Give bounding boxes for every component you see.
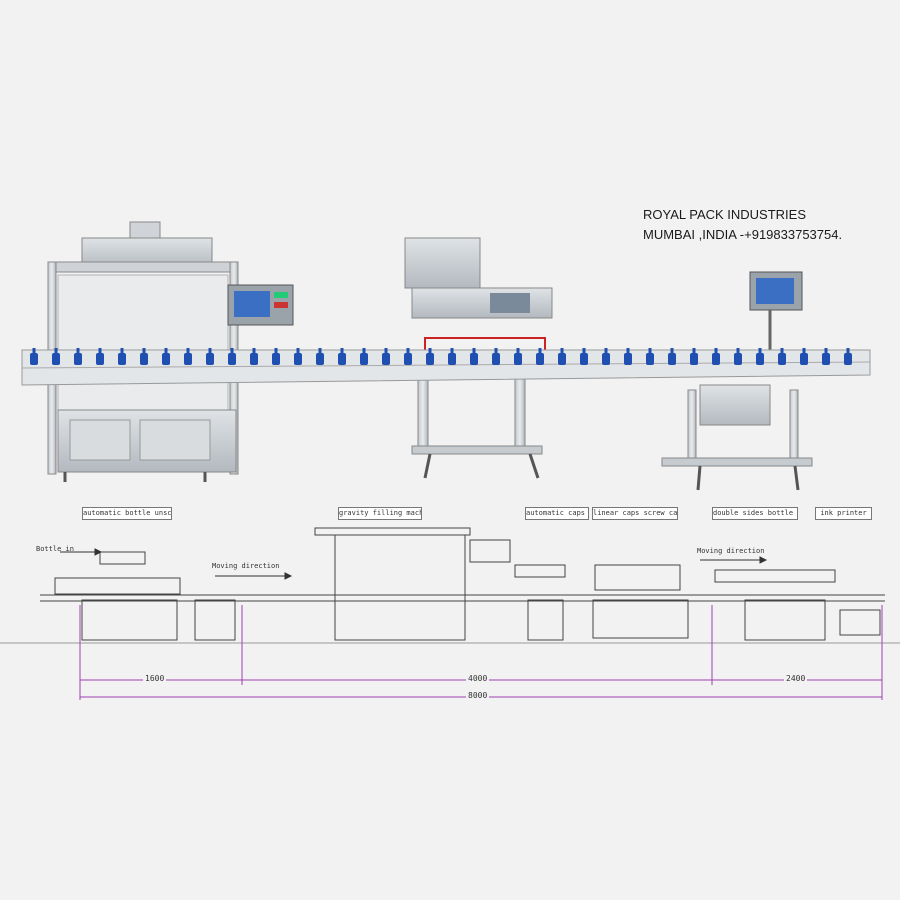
layout-arrows — [60, 548, 768, 580]
bottle — [74, 348, 82, 365]
bottle — [602, 348, 610, 365]
bottle — [712, 348, 720, 365]
bottle — [448, 348, 456, 365]
filling-machine — [47, 221, 294, 482]
company-contact: MUMBAI ,INDIA -+919833753754. — [643, 227, 843, 242]
dimension-2400: 2400 — [784, 674, 808, 683]
station-label-capping: linear caps screw capping — [592, 507, 678, 520]
bottle — [844, 348, 852, 365]
bottle — [52, 348, 60, 365]
dimension-4000: 4000 — [466, 674, 490, 683]
note-bottle-in: Bottle in — [36, 545, 74, 553]
company-info: ROYAL PACK INDUSTRIES MUMBAI ,INDIA -+91… — [643, 205, 842, 245]
bottle — [690, 348, 698, 365]
bottle — [624, 348, 632, 365]
bottle — [536, 348, 544, 365]
bottle — [140, 348, 148, 365]
bottle — [514, 348, 522, 365]
bottle — [30, 348, 38, 365]
station-label-labeling: double sides bottle labeling — [712, 507, 798, 520]
bottle — [294, 348, 302, 365]
bottle — [250, 348, 258, 365]
labeling-machine — [661, 271, 813, 491]
dimension-total: 8000 — [466, 691, 490, 700]
bottle — [426, 348, 434, 365]
bottle — [338, 348, 346, 365]
capping-machine — [404, 237, 553, 479]
bottle — [492, 348, 500, 365]
bottle — [778, 348, 786, 365]
bottle — [668, 348, 676, 365]
bottle — [96, 348, 104, 365]
bottle — [360, 348, 368, 365]
bottle — [228, 348, 236, 365]
dimension-lines — [79, 605, 883, 700]
bottle — [162, 348, 170, 365]
station-label-filling: gravity filling machine — [338, 507, 422, 520]
conveyor — [21, 349, 871, 386]
dimension-1600: 1600 — [143, 674, 167, 683]
bottle — [646, 348, 654, 365]
station-label-printer: ink printer — [815, 507, 872, 520]
bottle-row — [30, 348, 852, 365]
station-label-caps-feeder: automatic caps fell — [525, 507, 589, 520]
bottle — [558, 348, 566, 365]
bottle — [822, 348, 830, 365]
station-label-unscrambler: automatic bottle unscrambler — [82, 507, 172, 520]
note-moving-direction-1: Moving direction — [212, 562, 280, 570]
note-moving-direction-2: Moving direction — [697, 547, 765, 555]
bottle — [382, 348, 390, 365]
bottle — [734, 348, 742, 365]
bottle — [184, 348, 192, 365]
bottle — [206, 348, 214, 365]
bottle — [470, 348, 478, 365]
bottle — [118, 348, 126, 365]
layout-drawing — [0, 527, 900, 644]
bottle — [272, 348, 280, 365]
bottle — [316, 348, 324, 365]
company-name: ROYAL PACK INDUSTRIES — [643, 207, 807, 222]
bottle — [404, 348, 412, 365]
bottle — [756, 348, 764, 365]
bottle — [800, 348, 808, 365]
bottle — [580, 348, 588, 365]
